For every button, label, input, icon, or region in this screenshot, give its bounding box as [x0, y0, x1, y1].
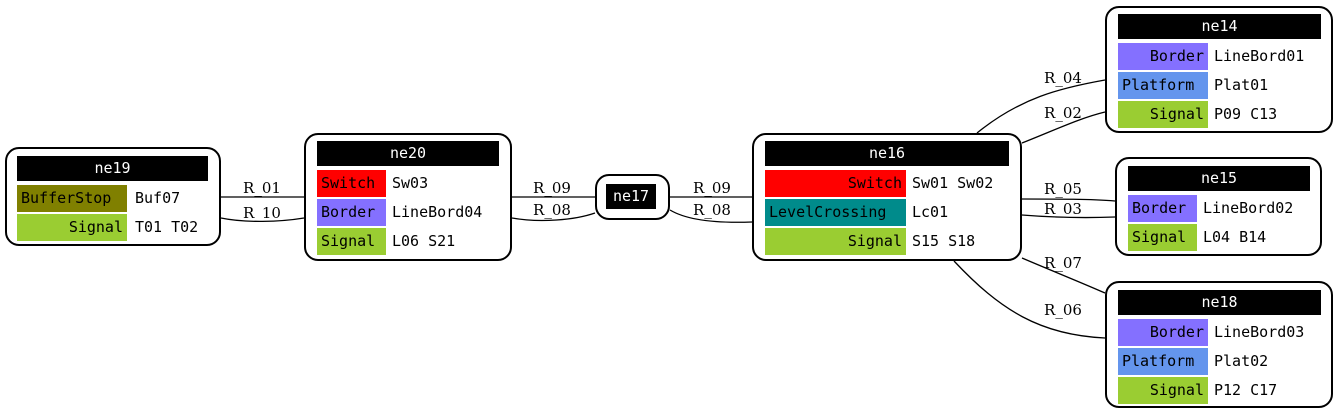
- edge-label: R_05: [1044, 180, 1082, 198]
- row-value: L06 S21: [392, 232, 456, 250]
- edge-ne16-ne18: [1021, 257, 1106, 294]
- node-title: ne20: [317, 141, 499, 166]
- row-type: Platform: [1118, 348, 1208, 375]
- row-type: Signal: [1128, 224, 1197, 251]
- row-type: Signal: [317, 228, 386, 255]
- row-value: LineBord02: [1203, 199, 1294, 217]
- row-type: Signal: [1118, 101, 1208, 128]
- row-type: BufferStop: [17, 185, 127, 212]
- row-value: LineBord03: [1214, 323, 1305, 341]
- node-ne20[interactable]: ne20 Switch Sw03 Border LineBord04 Signa…: [304, 133, 512, 261]
- node-title: ne14: [1118, 14, 1321, 39]
- row-type: Signal: [1118, 377, 1208, 404]
- node-row: BufferStop Buf07: [17, 185, 212, 212]
- row-value: LineBord04: [392, 203, 483, 221]
- row-type: Border: [317, 199, 386, 226]
- row-value: T01 T02: [135, 218, 199, 236]
- edge-ne19-ne20: [220, 217, 305, 223]
- row-type: Border: [1118, 319, 1208, 346]
- edge-label: R_06: [1044, 301, 1082, 319]
- edge-label: R_07: [1044, 254, 1082, 272]
- node-row: Signal T01 T02: [17, 214, 212, 241]
- edge-label: R_08: [693, 201, 731, 219]
- node-row: Switch Sw03: [317, 170, 502, 197]
- node-row: Platform Plat01: [1118, 72, 1328, 99]
- node-ne19[interactable]: ne19 BufferStop Buf07 Signal T01 T02: [5, 147, 221, 246]
- row-value: Plat01: [1214, 76, 1269, 94]
- row-value: Sw03: [392, 174, 429, 192]
- edge-label: R_04: [1044, 69, 1082, 87]
- edge-ne20-ne17: [511, 212, 596, 222]
- edges: R_01R_10 R_09R_08 R_09R_08 R_04R_02R_05R_03…: [220, 69, 1116, 339]
- node-row: Switch Sw01 Sw02: [765, 170, 1013, 197]
- node-row: Signal L04 B14: [1128, 224, 1313, 251]
- node-title: ne17: [606, 184, 656, 209]
- row-value: Buf07: [135, 189, 181, 207]
- edge-label: R_01: [243, 179, 281, 197]
- node-title: ne18: [1118, 290, 1321, 315]
- node-row: Signal L06 S21: [317, 228, 502, 255]
- row-value: LineBord01: [1214, 47, 1305, 65]
- node-row: Border LineBord03: [1118, 319, 1328, 346]
- node-row: Border LineBord01: [1118, 43, 1328, 70]
- row-type: Switch: [317, 170, 386, 197]
- node-row: Signal S15 S18: [765, 228, 1013, 255]
- edge-ne17-ne16: [669, 209, 753, 223]
- row-value: Lc01: [912, 203, 949, 221]
- node-row: LevelCrossing Lc01: [765, 199, 1013, 226]
- node-ne14[interactable]: ne14 Border LineBord01 Platform Plat01 S…: [1105, 6, 1333, 133]
- edge-label: R_08: [533, 201, 571, 219]
- node-row: Platform Plat02: [1118, 348, 1328, 375]
- row-value: Sw01 Sw02: [912, 174, 994, 192]
- node-ne18[interactable]: ne18 Border LineBord03 Platform Plat02 S…: [1105, 281, 1333, 408]
- row-value: P12 C17: [1214, 381, 1278, 399]
- node-row: Border LineBord04: [317, 199, 502, 226]
- row-type: Signal: [17, 214, 127, 241]
- edge-label: R_09: [693, 179, 731, 197]
- row-type: Signal: [765, 228, 906, 255]
- node-title: ne16: [765, 141, 1009, 166]
- edge-label: R_09: [533, 179, 571, 197]
- edge-ne16-ne18: [953, 260, 1106, 339]
- edge-ne16-ne15: [1021, 214, 1116, 219]
- edge-ne16-ne14: [1021, 111, 1106, 144]
- row-type: Platform: [1118, 72, 1208, 99]
- row-value: S15 S18: [912, 232, 976, 250]
- row-type: Switch: [765, 170, 906, 197]
- edge-label: R_10: [243, 204, 281, 222]
- node-title: ne15: [1128, 166, 1310, 191]
- node-title: ne19: [17, 156, 208, 181]
- row-value: Plat02: [1214, 352, 1269, 370]
- edge-label: R_03: [1044, 200, 1082, 218]
- row-value: L04 B14: [1203, 228, 1267, 246]
- row-value: P09 C13: [1214, 105, 1278, 123]
- node-row: Border LineBord02: [1128, 195, 1313, 222]
- edge-label: R_02: [1044, 104, 1082, 122]
- edge-ne16-ne14: [976, 79, 1106, 134]
- node-ne15[interactable]: ne15 Border LineBord02 Signal L04 B14: [1115, 157, 1322, 256]
- node-ne17[interactable]: ne17: [595, 174, 670, 220]
- node-ne16[interactable]: ne16 Switch Sw01 Sw02 LevelCrossing Lc01…: [752, 133, 1022, 261]
- node-row: Signal P12 C17: [1118, 377, 1328, 404]
- row-type: Border: [1118, 43, 1208, 70]
- node-row: Signal P09 C13: [1118, 101, 1328, 128]
- row-type: Border: [1128, 195, 1197, 222]
- edge-ne16-ne15: [1021, 198, 1116, 202]
- row-type: LevelCrossing: [765, 199, 906, 226]
